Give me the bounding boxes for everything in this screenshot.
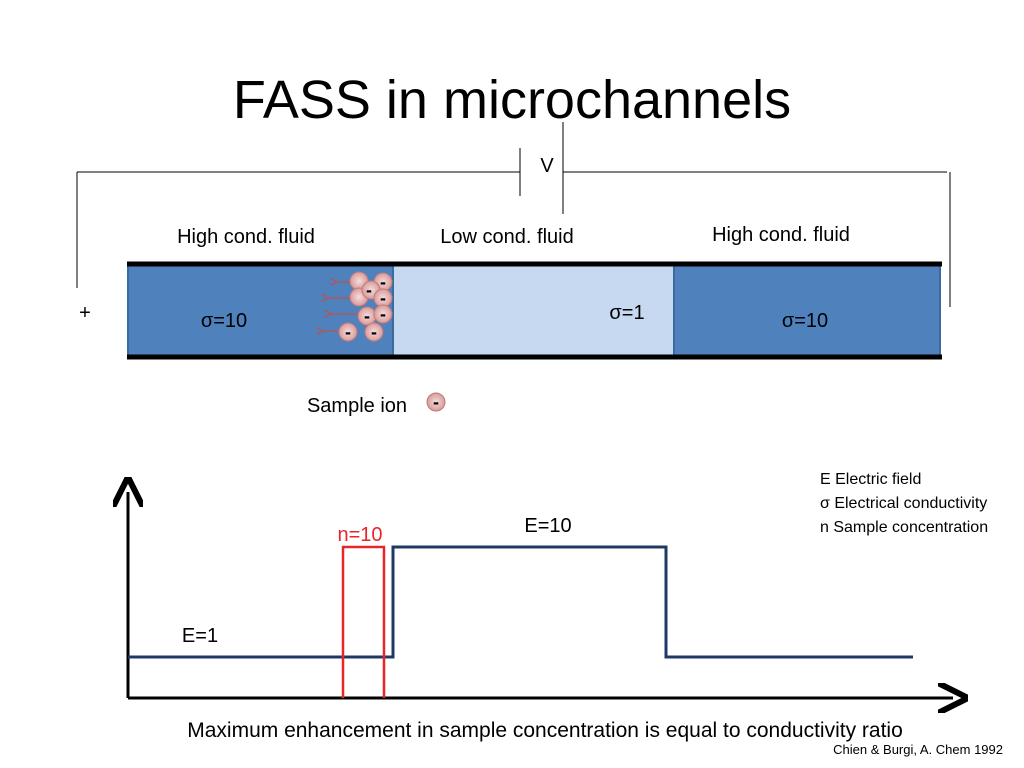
sample-ion-label: Sample ion [307,395,407,417]
high-cond-region-right [673,264,941,357]
ion-charge-signs: - - - - - - - [345,272,386,342]
svg-text:-: - [380,288,386,308]
definition-sigma: σ Electrical conductivity [820,495,987,512]
field-graph: E=1 E=10 n=10 [128,492,953,698]
symbol-definitions: E Electric field σ Electrical conductivi… [820,471,988,536]
microchannel [127,261,942,360]
definition-n: n Sample concentration [820,519,988,536]
svg-text:-: - [345,322,351,342]
sample-concentration-band [341,545,386,698]
circuit-wire [76,171,951,307]
svg-text:-: - [364,306,370,326]
svg-text:-: - [380,272,386,292]
region-label-middle: Low cond. fluid [440,226,573,248]
n-label: n=10 [337,524,382,546]
sample-ion-icon-sign: - [433,392,439,412]
plus-terminal-label: + [79,302,91,324]
svg-text:-: - [380,304,386,324]
caption: Maximum enhancement in sample concentrat… [187,719,903,742]
region-label-right: High cond. fluid [712,224,850,246]
slide-title: FASS in microchannels [233,70,791,130]
e-high-label: E=10 [524,515,571,537]
region-label-left: High cond. fluid [177,226,315,248]
e-low-label: E=1 [182,625,218,647]
definition-e: E Electric field [820,471,921,488]
sigma-label-middle: σ=1 [609,302,644,324]
sample-ion-stack: - - - - - - - [322,271,393,342]
voltage-label: V [540,155,554,177]
sigma-label-left: σ=10 [201,310,247,332]
ion-circles [338,271,393,342]
sample-ion-icon [426,392,446,412]
svg-text:-: - [371,322,377,342]
electric-field-trace [128,545,913,659]
sigma-label-right: σ=10 [782,310,828,332]
svg-text:-: - [366,280,372,300]
battery-symbol [519,122,564,214]
citation: Chien & Burgi, A. Chem 1992 [833,742,1003,757]
